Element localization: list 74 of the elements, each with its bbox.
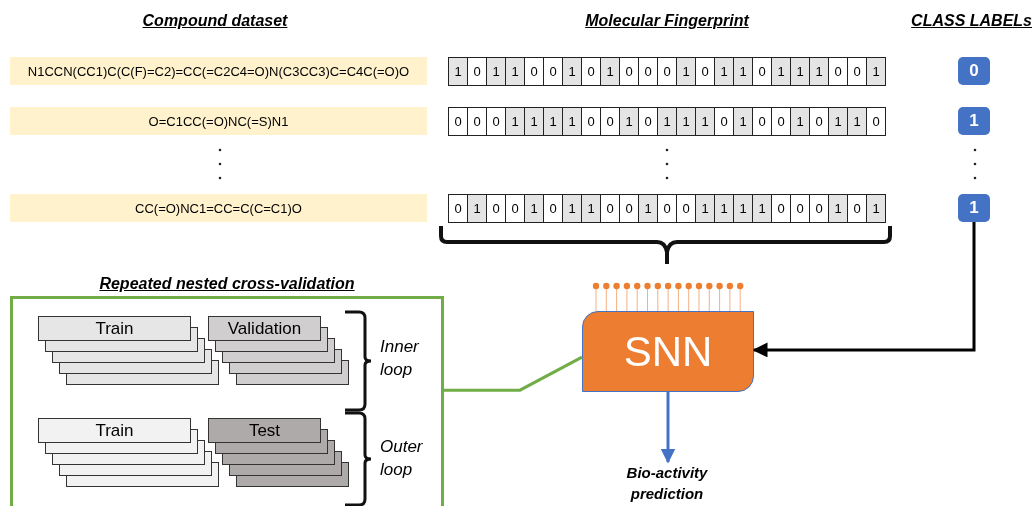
bit-cell: 1 [752,195,771,222]
loop-label: Outer loop [380,436,424,481]
bit-cell: 1 [828,195,847,222]
bit-cell: 1 [771,58,790,85]
bit-cell: 1 [600,58,619,85]
bit-cell-text: 0 [453,200,463,218]
section-heading: Molecular Fingerprint [584,12,751,30]
connector-line [444,355,583,392]
bit-cell: 1 [733,195,752,222]
bit-cell: 1 [828,108,847,135]
bit-cell: 0 [581,108,600,135]
bit-cell: 0 [467,108,486,135]
smiles-string: N1CCN(CC1)C(C(F)=C2)=CC(=C2C4=O)N(C3CC3)C=C4C(=O)O [10,57,427,85]
bit-cell: 1 [847,108,866,135]
class-label-badge: 1 [958,194,990,222]
loop-label: Inner loop [380,336,420,381]
bit-cell: 1 [619,108,638,135]
bit-cell: 1 [714,58,733,85]
bit-cell: 1 [714,195,733,222]
bit-cell: 1 [676,108,695,135]
class-label-badge: 1 [958,107,990,135]
section-heading: Compound dataset [141,12,289,30]
bit-cell: 1 [733,58,752,85]
bit-cell: 0 [619,58,638,85]
arrow [660,392,676,464]
bit-cell: 1 [866,195,885,222]
bit-cell: 1 [866,58,885,85]
bit-cell: 1 [638,195,657,222]
train-card: Train [38,316,191,341]
bit-cell: 1 [733,108,752,135]
section-heading: Repeated nested cross-validation [98,275,356,293]
class-label-badge: 0 [958,57,990,85]
bit-cell: 0 [771,195,790,222]
bit-cell: 1 [505,108,524,135]
validation-card: Validation [208,316,321,341]
bit-cell: 1 [486,58,505,85]
fingerprint-bar [448,107,886,136]
bit-cell: 1 [695,108,714,135]
bit-cell: 1 [809,58,828,85]
bit-cell: 0 [790,195,809,222]
fingerprint-bar [448,194,886,223]
bit-cell: 1 [562,58,581,85]
bit-cell: 1 [524,108,543,135]
bit-cell: 1 [657,108,676,135]
model-box: SNN [582,311,754,392]
bit-cell: 1 [562,108,581,135]
bit-cell: 0 [828,58,847,85]
bit-cell: 0 [752,108,771,135]
bit-cell: 1 [676,58,695,85]
bit-cell: 0 [524,58,543,85]
bit-cell: 1 [562,195,581,222]
bit-cell: 1 [505,58,524,85]
train-card: Train [38,418,191,443]
bit-cell: 1 [581,195,600,222]
bit-cell: 1 [467,195,486,222]
bit-cell: 1 [790,108,809,135]
test-card: Test [208,418,321,443]
bit-cell: 0 [657,195,676,222]
bit-cell: 1 [524,195,543,222]
bit-cell: 0 [486,195,505,222]
fingerprint-bar [448,57,886,86]
section-heading: CLASS LABELs [910,12,1032,30]
smiles-string: CC(=O)NC1=CC=C(C=C1)O [10,194,427,222]
bit-cell: 1 [695,195,714,222]
bit-cell: 1 [543,108,562,135]
smiles-string: O=C1CC(=O)NC(=S)N1 [10,107,427,135]
bit-cell: 1 [790,58,809,85]
bit-cell: 0 [866,108,885,135]
arrow [752,222,976,358]
prediction-text: Bio-activity prediction [600,462,734,506]
bit-cell: 1 [449,58,467,85]
bit-cell-text: 0 [453,113,463,131]
bit-cell: 0 [600,195,619,222]
bit-cell: 0 [638,58,657,85]
